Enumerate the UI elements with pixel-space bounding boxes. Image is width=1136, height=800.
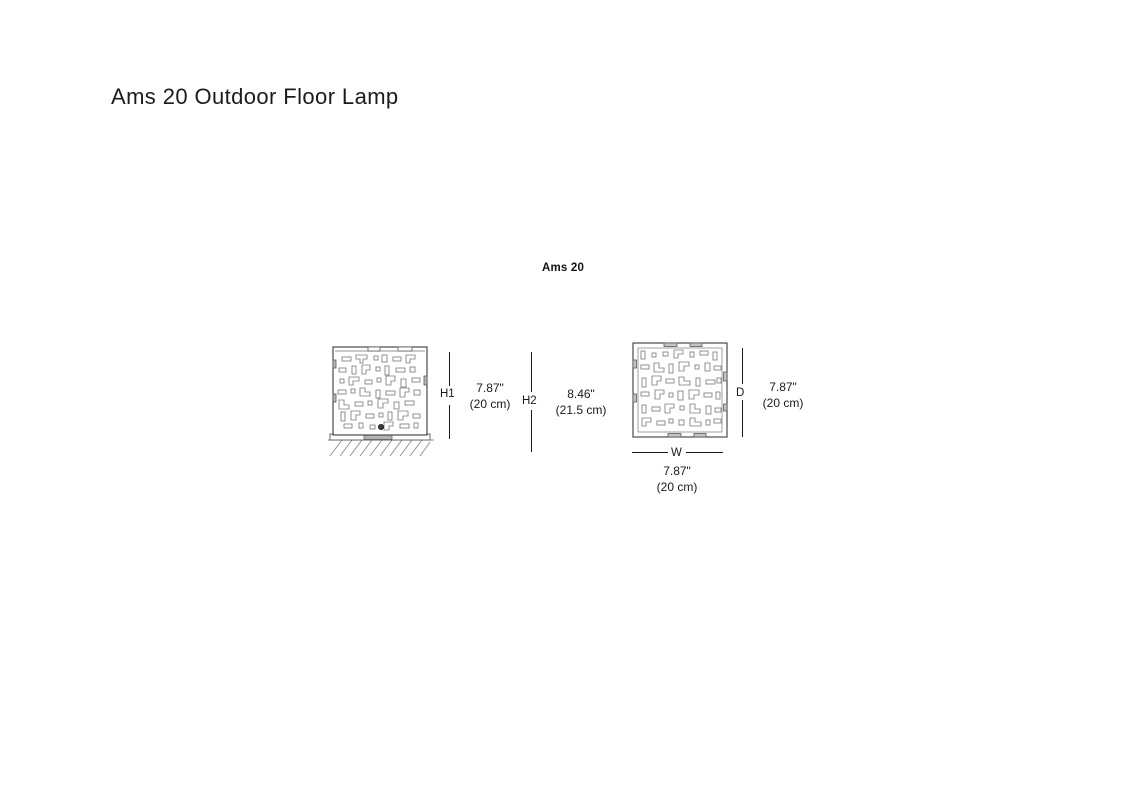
w-dimension-line-right — [686, 452, 723, 453]
h2-value-imperial: 8.46" — [567, 387, 595, 401]
w-label: W — [671, 447, 682, 459]
h1-label: H1 — [440, 388, 455, 400]
h1-dimension-line-lower — [449, 405, 450, 439]
front-edge-tabs — [632, 342, 728, 438]
drawing-caption: Ams 20 — [542, 262, 585, 274]
h2-label: H2 — [522, 395, 537, 407]
front-perforation-cutouts — [640, 349, 722, 427]
power-button-detail — [378, 424, 385, 431]
d-dimension-line-lower — [742, 400, 743, 437]
w-value: 7.87" (20 cm) — [642, 464, 712, 495]
h2-value-metric: (21.5 cm) — [555, 402, 607, 417]
h1-value-metric: (20 cm) — [469, 396, 511, 411]
h1-value: 7.87" (20 cm) — [455, 381, 525, 412]
page-title: Ams 20 Outdoor Floor Lamp — [111, 84, 399, 109]
h1-dimension-line — [449, 352, 450, 386]
w-value-imperial: 7.87" — [663, 464, 691, 478]
h2-dimension-line-lower — [531, 410, 532, 452]
d-value: 7.87" (20 cm) — [748, 380, 818, 411]
ground-hatching — [329, 439, 431, 457]
perforation-cutouts — [337, 354, 421, 431]
h1-value-imperial: 7.87" — [476, 381, 504, 395]
front-body-outline — [632, 342, 728, 438]
edge-tabs — [332, 359, 428, 403]
d-value-imperial: 7.87" — [769, 380, 797, 394]
front-elevation-drawing — [632, 342, 728, 438]
side-elevation-drawing — [328, 346, 434, 457]
w-dimension-line-left — [632, 452, 668, 453]
top-notches — [367, 346, 413, 352]
h2-value: 8.46" (21.5 cm) — [545, 387, 617, 418]
d-dimension-line — [742, 348, 743, 384]
h2-dimension-line — [531, 352, 532, 392]
front-inner-frame — [637, 347, 723, 433]
d-value-metric: (20 cm) — [762, 395, 804, 410]
d-label: D — [736, 387, 745, 399]
w-value-metric: (20 cm) — [656, 479, 698, 494]
